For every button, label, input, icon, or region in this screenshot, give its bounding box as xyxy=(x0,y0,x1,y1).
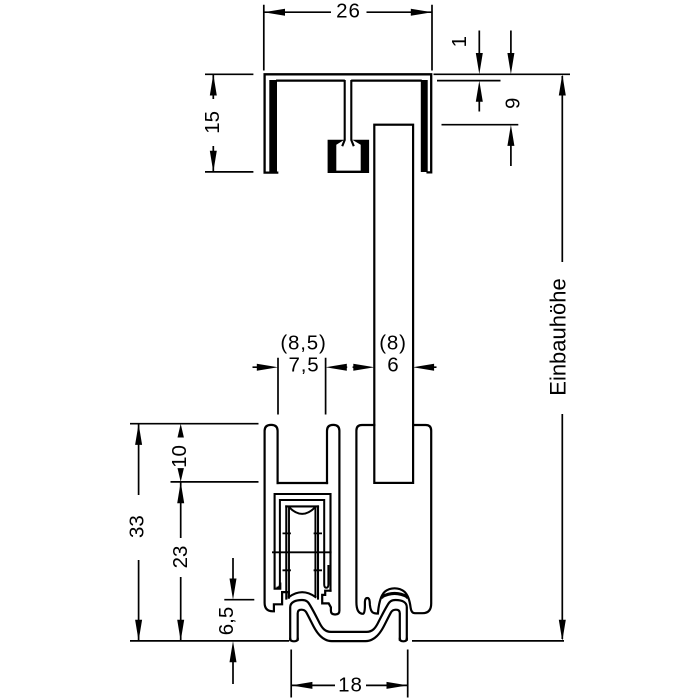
svg-text:Einbauhöhe: Einbauhöhe xyxy=(546,278,571,395)
svg-text:6: 6 xyxy=(387,353,398,376)
svg-text:(8): (8) xyxy=(379,331,406,354)
svg-text:33: 33 xyxy=(126,515,149,538)
svg-text:6,5: 6,5 xyxy=(215,607,238,636)
svg-text:9: 9 xyxy=(502,98,525,109)
svg-text:26: 26 xyxy=(336,0,361,23)
svg-text:1: 1 xyxy=(448,36,471,47)
svg-text:(8,5): (8,5) xyxy=(280,331,326,354)
svg-text:15: 15 xyxy=(201,111,224,134)
svg-text:7,5: 7,5 xyxy=(289,353,320,376)
svg-text:10: 10 xyxy=(168,445,191,468)
svg-text:23: 23 xyxy=(169,546,192,569)
svg-text:18: 18 xyxy=(338,674,363,697)
